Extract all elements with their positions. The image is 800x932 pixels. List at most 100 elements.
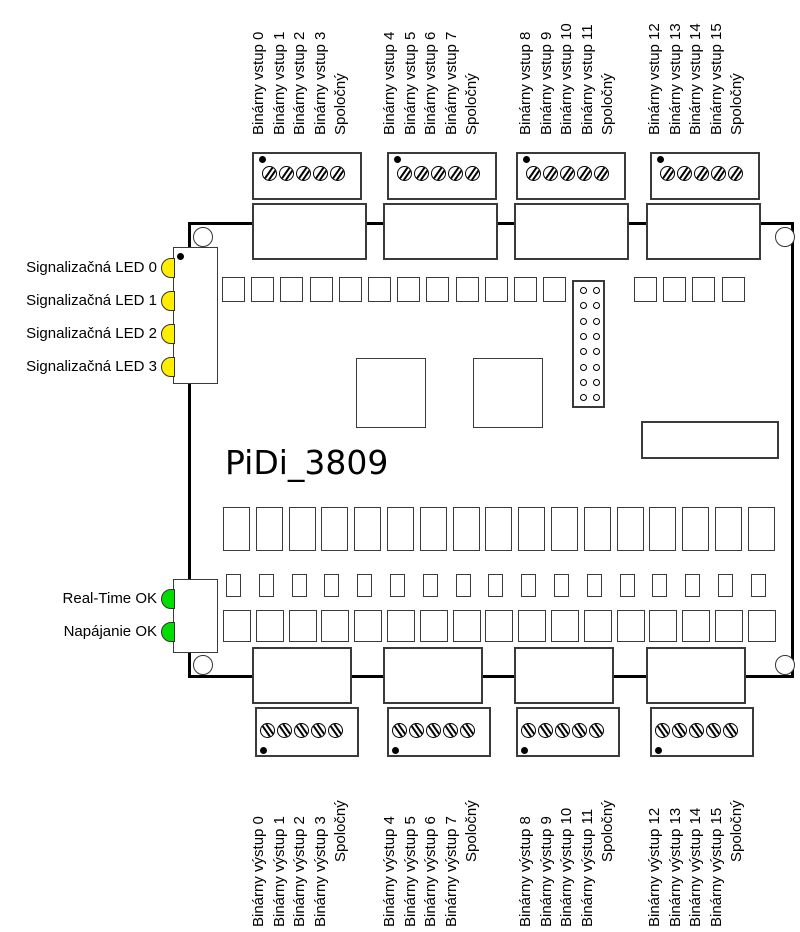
output-label: Binárny výstup 4 xyxy=(381,816,398,927)
input-label: Binárny vstup 8 xyxy=(517,31,534,135)
component-square xyxy=(682,610,711,642)
output-terminal-block xyxy=(387,707,491,757)
input-label: Binárny vstup 14 xyxy=(687,23,704,135)
component-square xyxy=(514,277,537,302)
pin1-marker xyxy=(260,747,267,754)
screw-icon xyxy=(694,166,709,181)
component-rectangle-tall xyxy=(387,507,414,551)
component-small xyxy=(652,574,668,597)
pin1-marker xyxy=(655,747,662,754)
pin1-marker xyxy=(657,156,664,163)
component-square xyxy=(747,610,776,642)
component-rectangle-tall xyxy=(354,507,382,551)
screw-icon xyxy=(260,723,275,738)
screw-icon xyxy=(262,166,277,181)
input-label: Binárny vstup 3 xyxy=(311,31,329,135)
component-rectangle-tall xyxy=(649,507,677,551)
component-rectangle-tall xyxy=(616,507,644,551)
input-terminal-block xyxy=(252,152,362,200)
output-label: Spoločný xyxy=(728,800,745,862)
screw-icon xyxy=(660,166,675,181)
header-pin xyxy=(580,317,587,325)
screw-icon xyxy=(426,723,441,738)
input-terminal-block xyxy=(650,152,760,200)
header-pin xyxy=(580,332,587,340)
input-label: Binárny vstup 2 xyxy=(291,31,308,135)
component-square xyxy=(649,610,678,642)
component-square xyxy=(721,277,745,302)
input-terminal-block xyxy=(387,152,497,200)
input-connector-housing-1 xyxy=(383,203,498,260)
mounting-hole-bottom-right xyxy=(775,655,795,675)
screw-icon xyxy=(328,723,343,738)
component-rectangle-tall xyxy=(583,507,611,551)
component-small xyxy=(586,574,602,597)
screw-icon xyxy=(594,166,609,181)
component-rectangle-tall xyxy=(419,507,447,551)
screw-icon xyxy=(311,723,326,738)
pin1-marker xyxy=(177,253,184,260)
pin-header-16 xyxy=(572,280,605,408)
component-square xyxy=(692,277,716,302)
component-square xyxy=(663,277,687,302)
signal-led-icon xyxy=(161,324,175,344)
screw-icon xyxy=(521,723,536,738)
input-label: Binárny vstup 4 xyxy=(381,31,398,135)
status-led-label: Real-Time OK xyxy=(62,590,157,607)
header-pin xyxy=(593,332,600,340)
signal-led-label: Signalizačná LED 3 xyxy=(26,358,157,375)
component-small xyxy=(488,574,504,597)
component-rectangle-tall xyxy=(518,507,546,551)
component-square xyxy=(338,277,362,302)
input-label: Binárny vstup 7 xyxy=(442,31,460,135)
component-small xyxy=(390,574,405,597)
status-led-icon xyxy=(161,622,175,642)
output-label: Binárny výstup 5 xyxy=(401,816,419,927)
header-pin xyxy=(580,287,587,294)
screw-icon xyxy=(409,723,424,738)
component-rectangle-tall xyxy=(747,507,775,551)
pin1-marker xyxy=(392,747,399,754)
signal-led-icon xyxy=(161,357,175,377)
input-label: Spoločný xyxy=(728,73,745,135)
pin1-marker xyxy=(259,156,266,163)
header-pin xyxy=(580,394,587,402)
screw-icon xyxy=(711,166,726,181)
status-led-label: Napájanie OK xyxy=(63,623,157,640)
component-small xyxy=(291,574,307,597)
component-small xyxy=(357,574,373,597)
component-small xyxy=(718,574,733,597)
screw-icon xyxy=(296,166,311,181)
component-square xyxy=(397,277,421,302)
component-small xyxy=(750,574,766,597)
screw-icon xyxy=(526,166,541,181)
signal-led-icon xyxy=(161,258,175,278)
input-label: Binárny vstup 1 xyxy=(270,31,288,135)
output-label: Binárny výstup 14 xyxy=(687,807,704,927)
screw-icon xyxy=(431,166,446,181)
component-square xyxy=(583,610,612,642)
screw-icon xyxy=(572,723,587,738)
component-square xyxy=(255,610,284,642)
component-square xyxy=(288,610,317,642)
output-label: Binárny výstup 15 xyxy=(707,807,725,927)
screw-icon xyxy=(313,166,328,181)
signal-led-housing xyxy=(173,247,218,384)
pin1-marker xyxy=(523,156,530,163)
output-label: Binárny výstup 9 xyxy=(537,816,555,927)
component-square xyxy=(426,277,450,302)
component-rectangle xyxy=(641,421,779,459)
header-pin xyxy=(593,287,600,294)
component-square xyxy=(251,277,275,302)
component-rectangle-tall xyxy=(223,507,250,551)
component-rectangle-tall xyxy=(715,507,742,551)
component-small xyxy=(258,574,274,597)
screw-icon xyxy=(706,723,721,738)
header-pin xyxy=(593,348,600,356)
input-label: Spoločný xyxy=(332,73,349,135)
status-led-icon xyxy=(161,589,175,609)
screw-icon xyxy=(465,166,480,181)
output-label: Binárny výstup 2 xyxy=(291,816,308,927)
component-square xyxy=(280,277,304,302)
header-pin xyxy=(593,302,600,310)
